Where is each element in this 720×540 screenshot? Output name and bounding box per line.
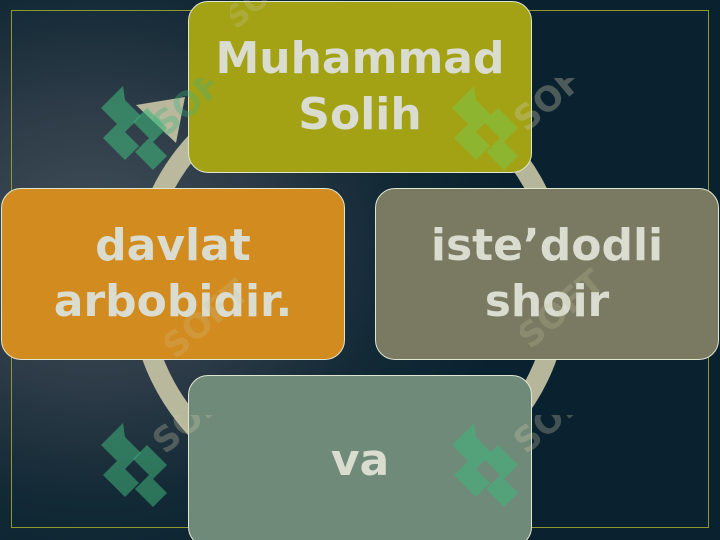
node-top-line-2: Solih xyxy=(298,89,422,140)
cycle-arrowhead xyxy=(136,97,185,143)
node-bottom-line-1: va xyxy=(330,435,390,486)
cycle-node-bottom: va xyxy=(188,375,532,540)
node-right-line-1: iste’dodli xyxy=(430,220,664,271)
cycle-node-right: iste’dodli shoir xyxy=(375,188,719,360)
cycle-node-left: davlat arbobidir. xyxy=(1,188,345,360)
node-right-line-2: shoir xyxy=(484,276,610,327)
node-top-line-1: Muhammad xyxy=(215,33,505,84)
node-left-line-1: davlat xyxy=(95,220,251,271)
node-left-line-2: arbobidir. xyxy=(53,276,293,327)
cycle-node-top: Muhammad Solih xyxy=(188,1,532,173)
